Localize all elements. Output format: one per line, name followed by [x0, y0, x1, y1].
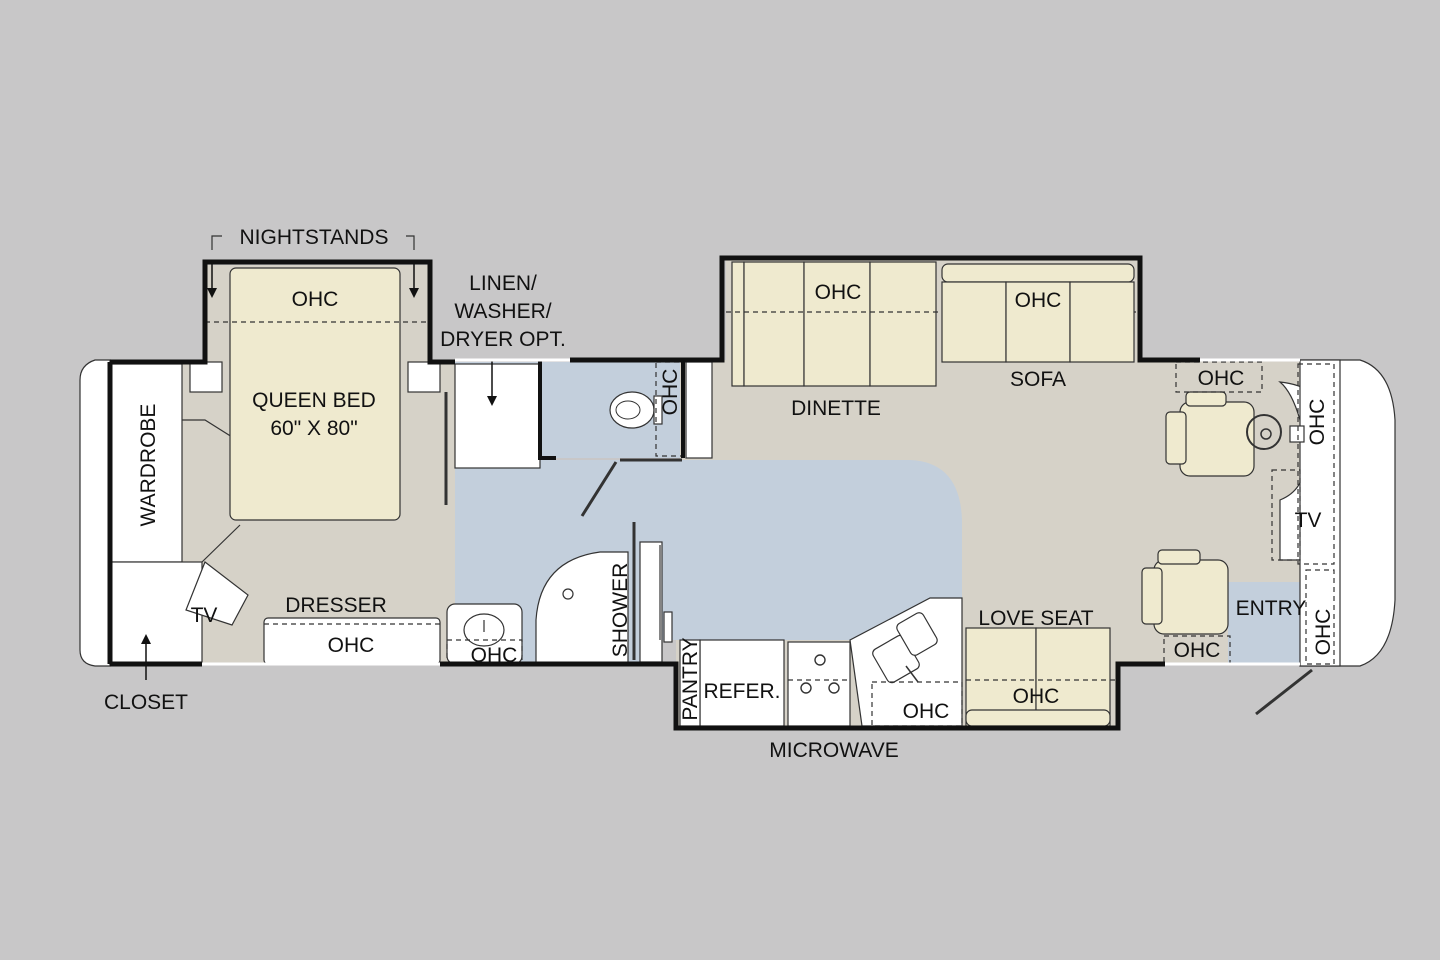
front-ohc-top-label: OHC [1198, 367, 1245, 390]
shower [535, 551, 629, 665]
pantry-label: PANTRY [679, 637, 702, 720]
wardrobe-label: WARDROBE [137, 404, 160, 527]
microwave-label: MICROWAVE [769, 739, 899, 762]
burner-icon [828, 682, 840, 694]
passenger-seat-arm [1157, 549, 1201, 565]
dinette-label: DINETTE [791, 397, 881, 420]
vanity-ohc-label: OHC [471, 644, 518, 667]
tv-cabinet-line [201, 524, 241, 563]
passenger-seat [1141, 549, 1229, 635]
love-seat-arm [965, 709, 1111, 727]
dresser-label: DRESSER [285, 594, 387, 617]
closet-arrowhead [141, 634, 151, 644]
front-ohc-right-label: OHC [1306, 399, 1329, 446]
tv-cabinet [185, 561, 249, 626]
shower-cabinet [639, 541, 663, 663]
front-ohc-right [1297, 363, 1335, 565]
linen-label-2: WASHER/ [454, 300, 551, 323]
kitchen-ohc [871, 681, 963, 727]
closet-label: CLOSET [104, 691, 188, 714]
cooktop [787, 641, 851, 727]
dinette-seat-1 [743, 261, 805, 387]
nightstand-arrowhead-left [207, 288, 217, 298]
top-wall-bath [570, 255, 1200, 363]
front-wall-area [1299, 359, 1341, 667]
shower-drain [562, 588, 574, 600]
rear-cap [79, 359, 111, 667]
entry-door [1255, 668, 1313, 716]
top-wall-bedroom [110, 259, 455, 365]
bedroom-tv-label: TV [191, 604, 218, 627]
nightstand-right [407, 361, 441, 393]
bath-partition [685, 361, 713, 459]
kitchen-faucet [905, 665, 919, 683]
steering-wheel-icon [1246, 414, 1282, 450]
front-tv-label: TV [1295, 509, 1322, 532]
bed-ohc-label: OHC [292, 288, 339, 311]
tv-front-cabinet [1271, 469, 1301, 561]
driver-seat [1165, 391, 1305, 477]
passenger-seat-cushion [1153, 559, 1229, 635]
bathroom [446, 360, 713, 665]
entry-label: ENTRY [1236, 597, 1307, 620]
refrigerator [699, 639, 785, 727]
driver-seat-back [1165, 411, 1187, 465]
nightstands-label: NIGHTSTANDS [240, 226, 389, 249]
linen-arrowhead [487, 396, 497, 406]
queen-bed [229, 267, 401, 521]
passenger-seat-back [1141, 567, 1163, 625]
refer-label: REFER. [703, 680, 780, 703]
entry-side-ohc [1305, 569, 1335, 665]
shower-label: SHOWER [609, 563, 632, 658]
nightstand-left [189, 361, 223, 393]
sofa-back [941, 263, 1135, 283]
closet [109, 561, 203, 665]
toilet-tank [653, 395, 663, 425]
sofa-seat-3 [1069, 281, 1135, 363]
nightstand-bracket [211, 235, 415, 250]
dashboard-pedal [1289, 425, 1305, 443]
burner-icons [800, 654, 840, 694]
entry-side-ohc-label: OHC [1312, 609, 1335, 656]
driver-seat-arm [1185, 391, 1227, 407]
toilet [609, 391, 655, 429]
toilet-seat [615, 400, 641, 420]
linen-cabinet [454, 363, 541, 469]
entry-ohc-label: OHC [1174, 639, 1221, 662]
dinette-ohc-label: OHC [815, 281, 862, 304]
sofa-label: SOFA [1010, 368, 1066, 391]
bath-door [580, 461, 618, 517]
love-seat-label: LOVE SEAT [978, 607, 1093, 630]
linen-label-3: DRYER OPT. [440, 328, 566, 351]
shower-cabinet-slot [663, 611, 673, 643]
queen-bed-label-2: 60" X 80" [270, 417, 357, 440]
front-ohc-top [1175, 361, 1263, 393]
living-area [659, 261, 1335, 727]
bath-ohc-label: OHC [659, 369, 682, 416]
labels: NIGHTSTANDS OHC QUEEN BED 60" X 80" LINE… [104, 226, 1335, 762]
burner-icon [800, 682, 812, 694]
dinette-seat-3 [869, 261, 937, 387]
love-seat-ohc-label: OHC [1013, 685, 1060, 708]
kitchen-sink-2 [896, 612, 938, 656]
driver-seat-cushion [1179, 401, 1255, 477]
dinette-seat-2 [803, 261, 871, 387]
steering-hub [1260, 428, 1272, 440]
queen-bed-label-1: QUEEN BED [252, 389, 376, 412]
bottom-wall-mid [440, 661, 1165, 731]
burner-icon [814, 654, 826, 666]
bath-wall-stub [538, 360, 556, 460]
closet-door [182, 419, 241, 443]
walls [107, 255, 1300, 731]
linen-label-1: LINEN/ [469, 272, 537, 295]
nightstand-arrowhead-right [409, 288, 419, 298]
dinette-back [731, 261, 745, 387]
sofa-ohc-label: OHC [1015, 289, 1062, 312]
kitchen-ohc-label: OHC [903, 700, 950, 723]
sofa-seat-1 [941, 281, 1007, 363]
dresser-ohc-label: OHC [328, 634, 375, 657]
